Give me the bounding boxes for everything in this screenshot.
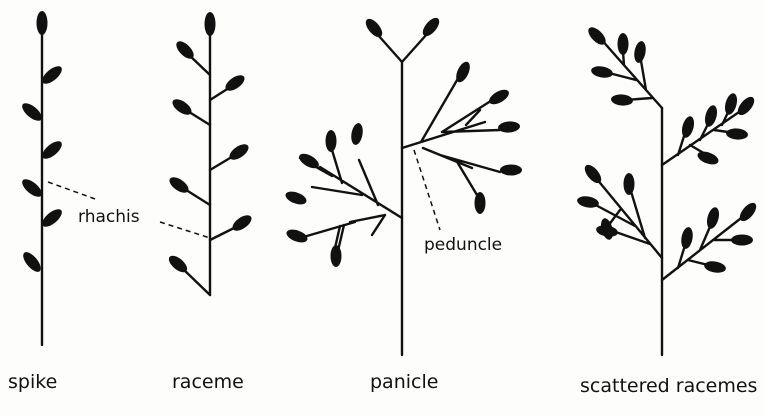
spike-figure — [19, 11, 64, 345]
scattered-racemes-label: scattered racemes — [580, 375, 757, 397]
raceme-spikelet — [227, 141, 251, 163]
scattered-spikelet — [595, 224, 619, 239]
scattered-spikelet — [680, 226, 695, 250]
scattered-spikelet — [703, 260, 727, 275]
panicle-spikelet — [420, 15, 443, 39]
raceme-spikelet — [170, 96, 194, 118]
panicle-spikelet — [285, 227, 309, 245]
scattered-spikelet — [680, 115, 696, 139]
panicle-label: panicle — [370, 371, 438, 393]
scattered-spikelet — [618, 33, 629, 55]
scattered-spikelet — [726, 128, 749, 141]
scattered-racemes-figure — [576, 24, 759, 355]
scattered-spikelet — [735, 94, 758, 118]
scattered-spikelet — [576, 195, 600, 210]
rhachis-label: rhachis — [78, 207, 140, 227]
scattered-spikelet — [731, 235, 753, 246]
spike-spikelet — [37, 11, 48, 35]
scattered-spikelet — [737, 200, 760, 224]
panicle-spikelet — [350, 122, 365, 146]
panicle-right-branch — [402, 75, 500, 200]
spike-spikelet — [20, 249, 44, 274]
panicle-spikelet — [500, 165, 522, 176]
rhachis-leader-to-raceme — [160, 222, 210, 238]
scattered-lower-right-raceme — [662, 215, 745, 280]
panicle-spikelet — [331, 245, 342, 267]
panicle-top-branches — [378, 34, 427, 62]
panicle-spikelet — [363, 16, 386, 40]
peduncle-leader — [414, 150, 440, 230]
scattered-spikelet — [703, 104, 719, 128]
scattered-spikelet — [590, 65, 614, 80]
panicle-spikelet — [326, 130, 337, 152]
panicle-spikelet — [487, 87, 512, 108]
raceme-figure — [166, 12, 254, 295]
panicle-spikelet — [284, 189, 308, 207]
raceme-label: raceme — [172, 371, 244, 393]
raceme-spikelet — [167, 174, 191, 196]
spike-label: spike — [8, 371, 57, 393]
scattered-spikelet — [611, 94, 634, 107]
raceme-spikelet — [205, 12, 216, 36]
scattered-spikelets — [576, 24, 759, 274]
panicle-figure — [284, 15, 522, 355]
raceme-spikelet — [230, 212, 254, 234]
panicle-spikelet — [475, 192, 486, 214]
peduncle-label: peduncle — [424, 235, 502, 255]
scattered-spikelet — [633, 40, 648, 64]
scattered-spikelet — [624, 173, 635, 195]
rhachis-leader-to-spike — [48, 182, 98, 200]
panicle-spikelet — [498, 121, 521, 134]
scattered-spikelet — [705, 206, 721, 230]
